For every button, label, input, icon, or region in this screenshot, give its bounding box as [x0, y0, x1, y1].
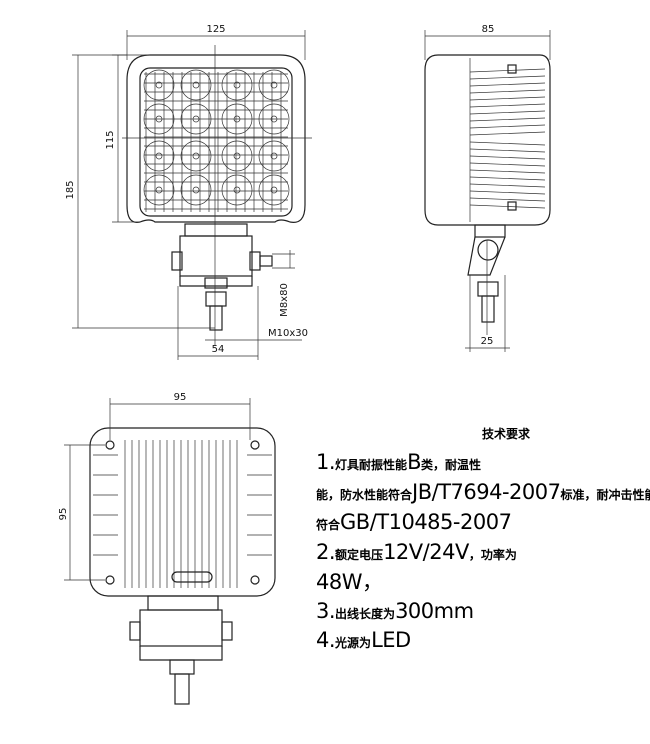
cooling-fin	[469, 183, 546, 188]
cooling-fin	[469, 148, 546, 153]
led-reflector	[221, 140, 253, 172]
note-text: 3.	[316, 599, 336, 623]
bolt-spec-label: M8x80	[279, 283, 290, 317]
note-text: 标准，耐冲击性能	[560, 488, 650, 502]
side-depth-label: 85	[482, 24, 495, 35]
led-icon	[192, 81, 200, 89]
note-text: 符合	[316, 518, 341, 532]
note-text: 1.	[316, 450, 336, 474]
note-text: B	[407, 450, 421, 474]
led-reflector	[180, 174, 212, 206]
note-text: 光源为	[335, 636, 372, 650]
led-reflector	[258, 69, 290, 101]
cooling-fin	[469, 110, 546, 115]
cooling-fin	[469, 131, 546, 136]
led-reflector	[221, 174, 253, 206]
cooling-fin	[469, 155, 546, 160]
led-icon	[233, 81, 241, 89]
note-text: 2.	[316, 540, 336, 564]
front-total-height-label: 185	[65, 180, 76, 199]
cooling-fin	[469, 75, 546, 80]
led-reflector	[221, 103, 253, 135]
cooling-fin	[469, 141, 546, 146]
note-text: 出线长度为	[335, 607, 396, 621]
led-reflector	[258, 174, 290, 206]
led-reflector	[143, 103, 175, 135]
cooling-fin	[469, 176, 546, 181]
front-view: 125 115 185 M8x80 M10x30 54	[65, 24, 312, 360]
led-reflector	[180, 140, 212, 172]
bracket-width-label: 54	[212, 344, 225, 355]
notes-title: 技术要求	[482, 427, 531, 441]
stud-spec-label: M10x30	[268, 328, 308, 339]
note-line-3: 符合GB/T10485-2007	[316, 510, 512, 534]
led-icon	[192, 186, 200, 194]
note-text: 能，防水性能符合	[316, 488, 413, 502]
note-text: GB/T10485-2007	[340, 510, 512, 534]
note-text: 灯具耐振性能	[335, 458, 408, 472]
cooling-fin	[469, 190, 546, 195]
led-reflector	[221, 69, 253, 101]
led-reflector	[180, 103, 212, 135]
led-icon	[233, 115, 241, 123]
note-text: 类，耐温性	[420, 458, 481, 472]
note-text: 300mm	[395, 599, 474, 623]
led-icon	[270, 152, 278, 160]
rear-view: 95 95	[58, 392, 276, 705]
led-icon	[155, 186, 163, 194]
led-icon	[270, 186, 278, 194]
led-reflector	[143, 69, 175, 101]
led-icon	[233, 152, 241, 160]
cooling-fin	[469, 89, 546, 94]
led-icon	[233, 186, 241, 194]
led-reflector	[258, 140, 290, 172]
cooling-fin	[469, 124, 546, 129]
front-width-label: 125	[206, 24, 225, 35]
side-view: 85 25	[424, 24, 551, 352]
note-line-5: 48W，	[316, 572, 383, 593]
led-icon	[270, 115, 278, 123]
note-text: 额定电压	[335, 548, 384, 562]
note-line-1: 1.灯具耐振性能B类，耐温性	[316, 452, 481, 473]
led-icon	[155, 115, 163, 123]
note-text: 12V/24V	[383, 540, 469, 564]
led-icon	[270, 81, 278, 89]
rear-width-label: 95	[174, 392, 187, 403]
rear-height-label: 95	[58, 508, 69, 521]
note-text: 48W，	[316, 570, 383, 594]
cooling-fin	[469, 103, 546, 108]
note-text: JB/T7694-2007	[412, 480, 561, 504]
cooling-fin	[469, 117, 546, 122]
cooling-fin	[469, 82, 546, 87]
note-line-6: 3.出线长度为300mm	[316, 601, 474, 622]
led-icon	[192, 152, 200, 160]
led-icon	[192, 115, 200, 123]
note-line-7: 4.光源为LED	[316, 630, 411, 651]
led-reflector	[180, 69, 212, 101]
front-bracket	[171, 223, 273, 331]
side-bracket-width-label: 25	[481, 336, 494, 347]
note-line-2: 能，防水性能符合JB/T7694-2007标准，耐冲击性能	[316, 482, 650, 503]
cooling-fin	[469, 96, 546, 101]
led-reflector	[143, 140, 175, 172]
note-text: LED	[371, 628, 411, 652]
cooling-fin	[469, 169, 546, 174]
cooling-fin	[469, 197, 546, 202]
note-text: ，功率为	[468, 548, 517, 562]
front-lens-height-label: 115	[105, 130, 116, 149]
note-line-4: 2.额定电压12V/24V，功率为	[316, 542, 517, 563]
cooling-fin	[469, 162, 546, 167]
led-reflector	[143, 174, 175, 206]
note-text: 4.	[316, 628, 336, 652]
led-icon	[155, 81, 163, 89]
led-icon	[155, 152, 163, 160]
led-reflector	[258, 103, 290, 135]
